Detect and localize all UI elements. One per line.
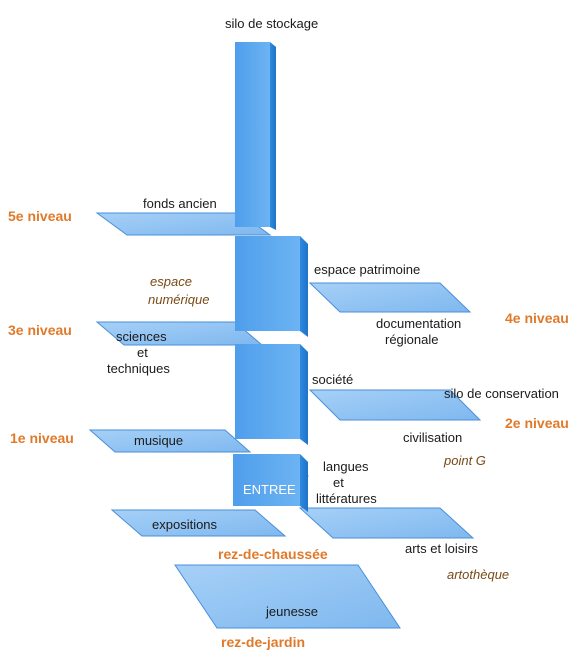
espace-patrimoine-label: espace patrimoine [314, 262, 421, 277]
level-rdc-label: rez-de-chaussée [218, 546, 328, 562]
documentation-label-line1: documentation [376, 316, 462, 331]
civilisation-label: civilisation [403, 430, 463, 445]
documentation-label-line2: régionale [385, 332, 439, 347]
plate-societe [308, 389, 482, 421]
column-silo-stockage [235, 42, 276, 230]
plate-fonds-ancien [95, 212, 272, 236]
level-3e-label: 3e niveau [8, 322, 72, 338]
musique-label: musique [134, 433, 184, 448]
fonds-ancien-label: fonds ancien [143, 196, 217, 211]
level-rdj-label: rez-de-jardin [221, 634, 306, 650]
column-block-upper [235, 236, 308, 337]
point-g-label: point G [444, 453, 486, 468]
espace-numerique-label-line2: numérique [148, 292, 210, 307]
espace-numerique-label-line1: espace [150, 274, 192, 289]
langues-label-line2: et [333, 475, 344, 490]
column-block-entree [233, 454, 308, 512]
societe-label: société [312, 372, 354, 387]
level-2e-label: 2e niveau [505, 415, 569, 431]
level-1e-label: 1e niveau [10, 430, 74, 446]
jeunesse-label: jeunesse [266, 604, 319, 619]
plate-espace-patrimoine [308, 282, 472, 313]
arts-loisirs-label: arts et loisirs [405, 541, 478, 556]
level-5e-label: 5e niveau [8, 208, 72, 224]
plate-expositions [110, 509, 287, 537]
plate-arts-loisirs [298, 507, 475, 539]
silo-stockage-label: silo de stockage [225, 16, 319, 31]
plate-musique [88, 429, 252, 453]
langues-label-line3: littératures [316, 491, 377, 506]
level-4e-label: 4e niveau [505, 310, 569, 326]
plate-jeunesse [174, 564, 401, 629]
sciences-label-line2: et [137, 345, 148, 360]
sciences-label-line3: techniques [107, 361, 170, 376]
langues-label-line1: langues [323, 459, 369, 474]
column-block-middle [235, 344, 308, 445]
sciences-label-line1: sciences [116, 329, 167, 344]
artotheque-label: artothèque [447, 567, 510, 582]
expositions-label: expositions [152, 517, 218, 532]
silo-conservation-label: silo de conservation [444, 386, 559, 401]
entree-label: ENTREE [243, 482, 296, 497]
